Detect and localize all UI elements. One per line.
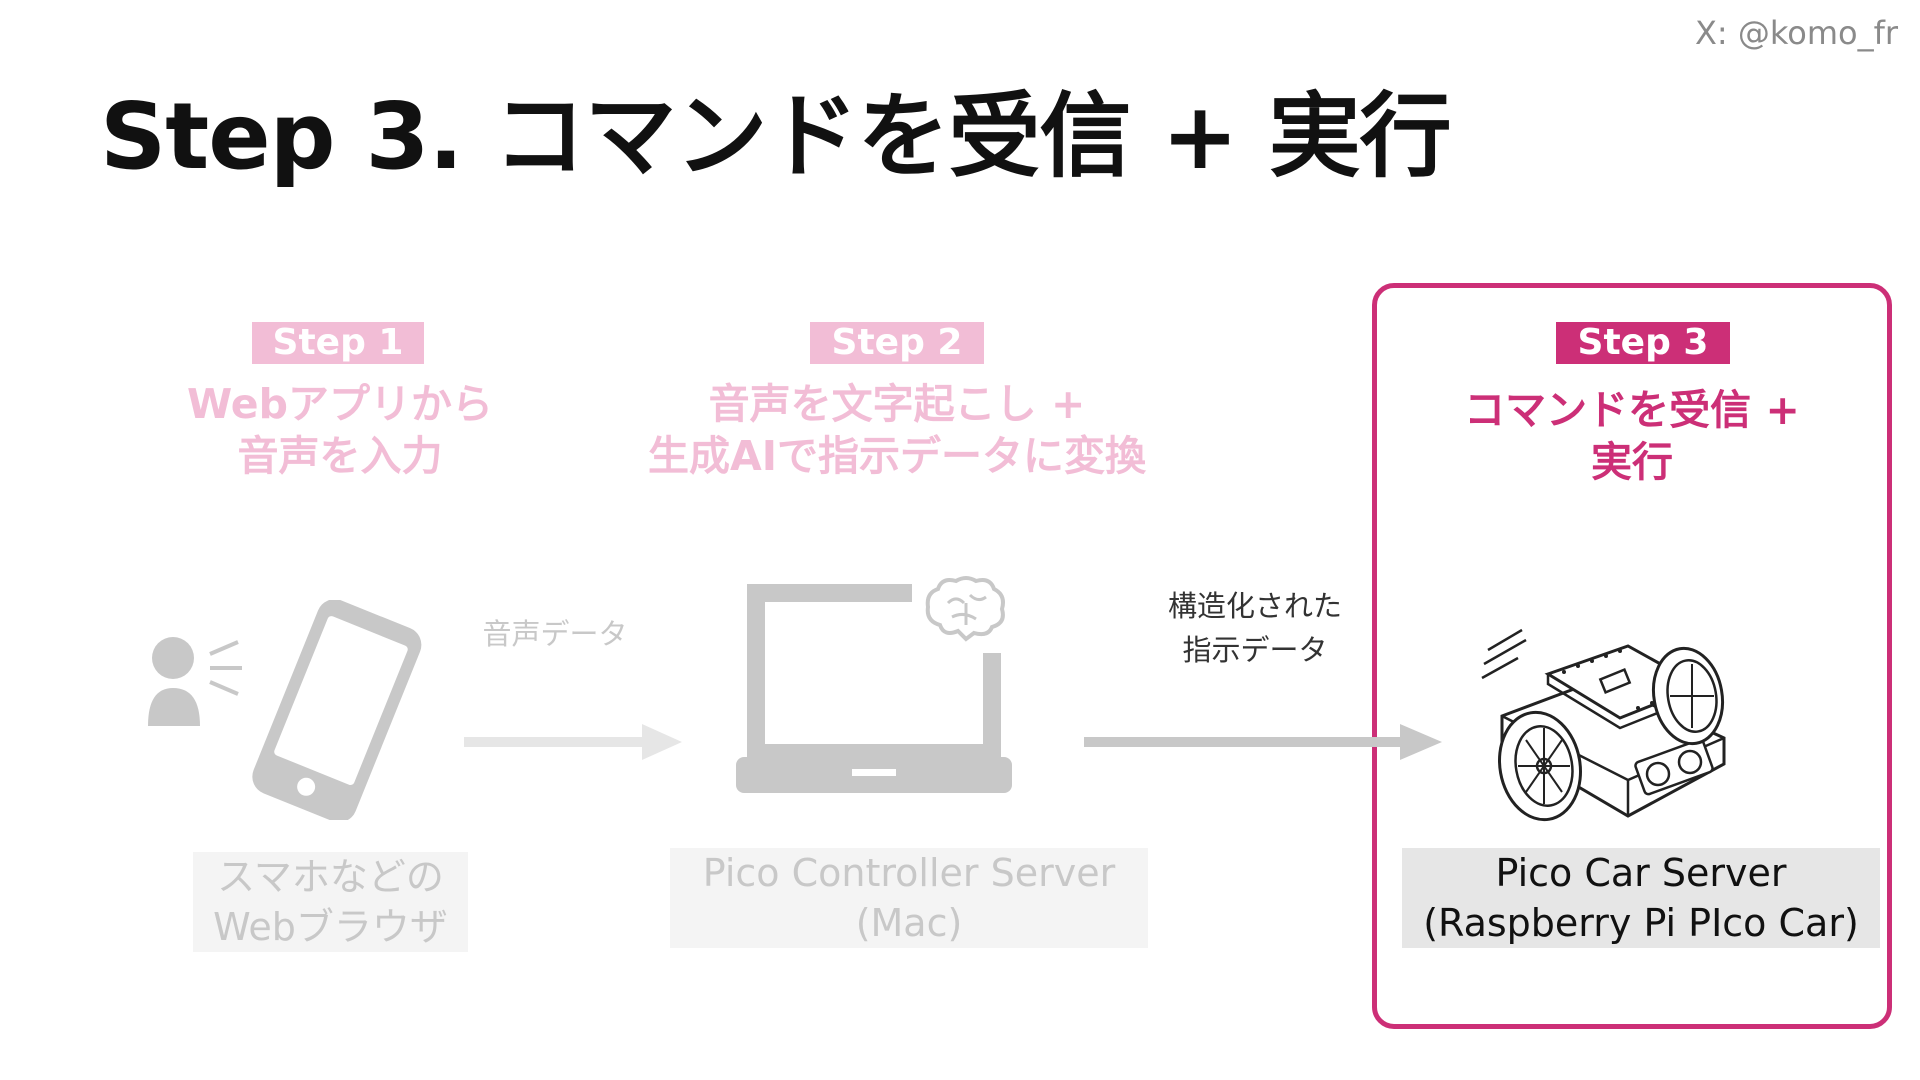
arrow-mac-to-car xyxy=(1084,724,1442,760)
mac-label-line2: (Mac) xyxy=(855,901,963,945)
mac-label-line1: Pico Controller Server xyxy=(702,851,1116,895)
phone-node-label: スマホなどの Webブラウザ xyxy=(193,852,468,952)
step2-badge: Step 2 xyxy=(810,322,984,364)
step1-badge: Step 1 xyxy=(252,322,424,364)
brain-icon xyxy=(925,576,1005,642)
phone-label-line2: Webブラウザ xyxy=(213,905,448,949)
step3-highlight-frame xyxy=(1372,283,1892,1029)
car-label-line1: Pico Car Server xyxy=(1495,851,1787,895)
speaking-person-icon xyxy=(148,637,242,726)
author-credit: X: @komo_fr xyxy=(1694,14,1898,52)
step1-line1: Webアプリから xyxy=(187,380,493,428)
phone-label-line1: スマホなどの xyxy=(217,855,444,899)
step3-line1: コマンドを受信 + xyxy=(1464,386,1800,434)
robot-car-icon xyxy=(1481,628,1726,822)
step3-line2: 実行 xyxy=(1591,438,1673,486)
laptop-icon xyxy=(736,573,1012,793)
arrow-phone-to-mac xyxy=(464,724,682,760)
page-title: Step 3. コマンドを受信 + 実行 xyxy=(100,83,1452,190)
arrow2-label: 構造化された 指示データ xyxy=(1130,584,1380,672)
step1-description: Webアプリから 音声を入力 xyxy=(140,378,540,482)
step2-description: 音声を文字起こし + 生成AIで指示データに変換 xyxy=(637,378,1157,482)
arrow2-line2: 指示データ xyxy=(1182,633,1328,667)
step2-line1: 音声を文字起こし + xyxy=(708,380,1086,428)
step1-line2: 音声を入力 xyxy=(237,432,443,480)
step3-badge: Step 3 xyxy=(1556,322,1730,364)
step3-description: コマンドを受信 + 実行 xyxy=(1412,384,1852,488)
arrow2-line1: 構造化された xyxy=(1167,589,1342,623)
mac-node-label: Pico Controller Server (Mac) xyxy=(670,848,1148,948)
smartphone-icon xyxy=(252,600,422,820)
car-label-line2: (Raspberry Pi PIco Car) xyxy=(1423,901,1859,945)
step2-line2: 生成AIで指示データに変換 xyxy=(648,432,1146,480)
car-node-label: Pico Car Server (Raspberry Pi PIco Car) xyxy=(1402,848,1880,948)
arrow1-label: 音声データ xyxy=(482,617,628,651)
